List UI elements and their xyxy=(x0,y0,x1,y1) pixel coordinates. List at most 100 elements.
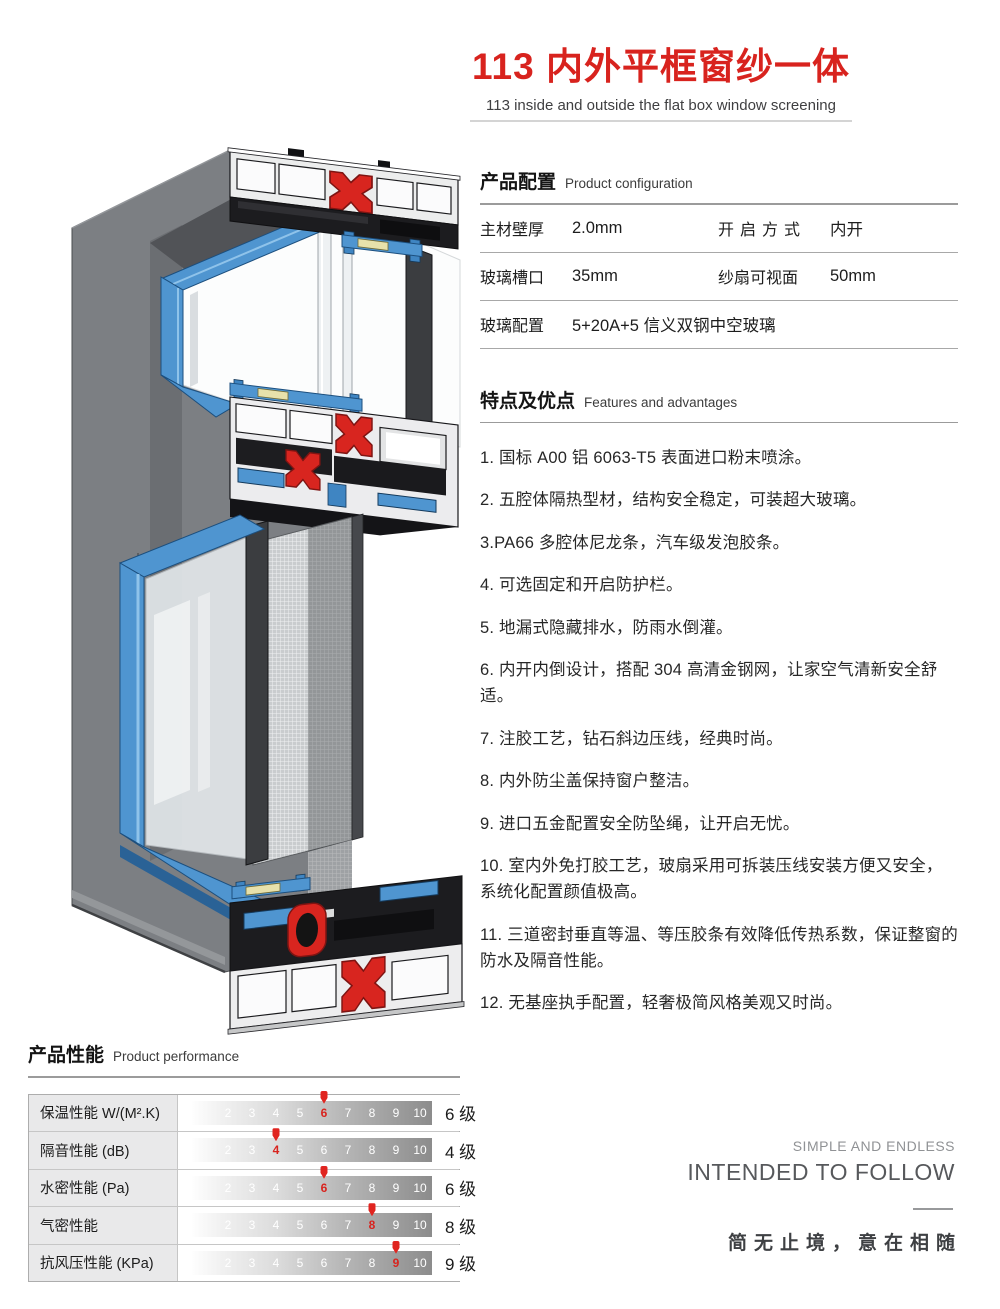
features-heading-en: Features and advantages xyxy=(584,394,738,410)
feature-item: 6. 内开内倒设计，搭配 304 高清金钢网，让家空气清新安全舒适。 xyxy=(480,660,938,706)
feature-item: 9. 进口五金配置安全防坠绳，让开启无忧。 xyxy=(480,814,800,833)
scale-number: 4 xyxy=(272,1255,280,1270)
scale-number: 8 xyxy=(368,1218,376,1233)
rating-pin-icon xyxy=(320,1090,328,1104)
scale-number: 9 xyxy=(392,1218,400,1233)
section-divider xyxy=(480,203,958,205)
screen-mesh xyxy=(252,513,364,905)
scale-number: 4 xyxy=(272,1105,280,1120)
scale-number: 8 xyxy=(368,1143,376,1158)
features-heading: 特点及优点 Features and advantages xyxy=(480,386,958,413)
performance-label: 抗风压性能 (KPa) xyxy=(29,1244,178,1281)
config-label: 开启方式 xyxy=(718,222,807,239)
rating-level: 9 级 xyxy=(445,1255,477,1275)
features-section: 特点及优点 Features and advantages 1. 国标 A00 … xyxy=(480,386,958,1017)
scale-number: 5 xyxy=(296,1143,304,1158)
right-column: 产品配置 Product configuration 主材壁厚 2.0mm 开启… xyxy=(480,167,958,1033)
rating-level: 8 级 xyxy=(445,1217,477,1237)
scale-number: 10 xyxy=(413,1218,427,1233)
config-value: 内开 xyxy=(830,221,863,239)
page-title: 113 内外平框窗纱一体 xyxy=(472,46,850,87)
page-subtitle: 113 inside and outside the flat box wind… xyxy=(486,96,836,114)
lower-window xyxy=(118,513,364,941)
scale-number: 9 xyxy=(392,1255,400,1270)
performance-label: 保温性能 W/(M².K) xyxy=(29,1094,178,1131)
brand-slogan: SIMPLE AND ENDLESS INTENDED TO FOLLOW 简无… xyxy=(687,1138,955,1255)
scale-number: 8 xyxy=(368,1180,376,1195)
scale-number: 3 xyxy=(248,1255,256,1270)
sash-upright xyxy=(405,244,433,448)
scale-number: 2 xyxy=(224,1180,232,1195)
scale-number: 9 xyxy=(392,1105,400,1120)
scale-number: 3 xyxy=(248,1218,256,1233)
section-divider xyxy=(28,1076,460,1078)
performance-heading-zh: 产品性能 xyxy=(28,1045,105,1066)
scale-number: 7 xyxy=(344,1143,352,1158)
rating-pin-icon xyxy=(272,1128,280,1142)
features-heading-zh: 特点及优点 xyxy=(480,390,576,412)
scale-number: 5 xyxy=(296,1218,304,1233)
scale-number: 2 xyxy=(224,1143,232,1158)
scale-number: 3 xyxy=(248,1180,256,1195)
config-row: 玻璃配置 5+20A+5 信义双钢中空玻璃 xyxy=(480,301,958,349)
feature-item: 2. 五腔体隔热型材，结构安全稳定，可装超大玻璃。 xyxy=(480,491,867,510)
config-row: 主材壁厚 2.0mm 开启方式 内开 xyxy=(480,205,958,253)
config-label: 玻璃配置 xyxy=(480,318,545,335)
scale-number: 2 xyxy=(224,1105,232,1120)
scale-number: 7 xyxy=(344,1218,352,1233)
config-row: 玻璃槽口 35mm 纱扇可视面 50mm xyxy=(480,253,958,301)
scale-number: 4 xyxy=(272,1180,280,1195)
feature-item: 10. 室内外免打胶工艺，玻扇采用可拆装压线安装方便又安全，系统化配置颜值极高。 xyxy=(480,856,943,902)
feature-item: 11. 三道密封垂直等温、等压胶条有效降低传热系数，保证整窗的防水及隔音性能。 xyxy=(480,925,958,971)
scale-number: 8 xyxy=(368,1255,376,1270)
config-value: 50mm xyxy=(830,266,876,285)
feature-item: 5. 地漏式隐藏排水，防雨水倒灌。 xyxy=(480,618,733,637)
feature-item: 3.PA66 多腔体尼龙条，汽车级发泡胶条。 xyxy=(480,533,790,552)
middle-profile-cross-section xyxy=(229,379,459,536)
scale-number: 4 xyxy=(272,1143,280,1158)
config-heading-zh: 产品配置 xyxy=(480,172,557,193)
scale-number: 10 xyxy=(413,1255,427,1270)
scale-number: 9 xyxy=(392,1143,400,1158)
config-value: 5+20A+5 信义双钢中空玻璃 xyxy=(572,317,776,335)
scale-number: 3 xyxy=(248,1143,256,1158)
slogan-line2: INTENDED TO FOLLOW xyxy=(687,1159,955,1185)
section-divider xyxy=(480,421,958,423)
config-table: 主材壁厚 2.0mm 开启方式 内开 玻璃槽口 35mm 纱扇可视面 50mm … xyxy=(480,205,958,349)
scale-number: 10 xyxy=(413,1143,427,1158)
scale-number: 5 xyxy=(296,1255,304,1270)
rating-level: 6 级 xyxy=(445,1180,477,1200)
slogan-line1: SIMPLE AND ENDLESS xyxy=(792,1138,955,1154)
scale-number: 7 xyxy=(344,1180,352,1195)
title-divider xyxy=(470,119,852,122)
performance-label: 气密性能 xyxy=(29,1207,178,1244)
scale-number: 10 xyxy=(413,1105,427,1120)
config-value: 35mm xyxy=(572,266,618,285)
sash-upright xyxy=(245,520,269,866)
slogan-tagline: 简无止境，意在相随 xyxy=(727,1233,962,1254)
feature-item: 4. 可选固定和开启防护栏。 xyxy=(480,576,683,595)
scale-number: 6 xyxy=(320,1105,328,1120)
window-profile-cutaway-illustration xyxy=(71,147,465,1035)
rating-level: 4 级 xyxy=(445,1142,477,1162)
config-value: 2.0mm xyxy=(572,218,623,237)
scale-number: 2 xyxy=(224,1218,232,1233)
scale-number: 7 xyxy=(344,1255,352,1270)
config-heading-en: Product configuration xyxy=(565,176,693,191)
config-label: 主材壁厚 xyxy=(480,222,545,239)
scale-number: 5 xyxy=(296,1105,304,1120)
scale-number: 6 xyxy=(320,1255,328,1270)
scale-number: 10 xyxy=(413,1180,427,1195)
bottom-profile-cross-section xyxy=(227,873,465,1035)
performance-heading: 产品性能 Product performance xyxy=(28,1040,460,1067)
